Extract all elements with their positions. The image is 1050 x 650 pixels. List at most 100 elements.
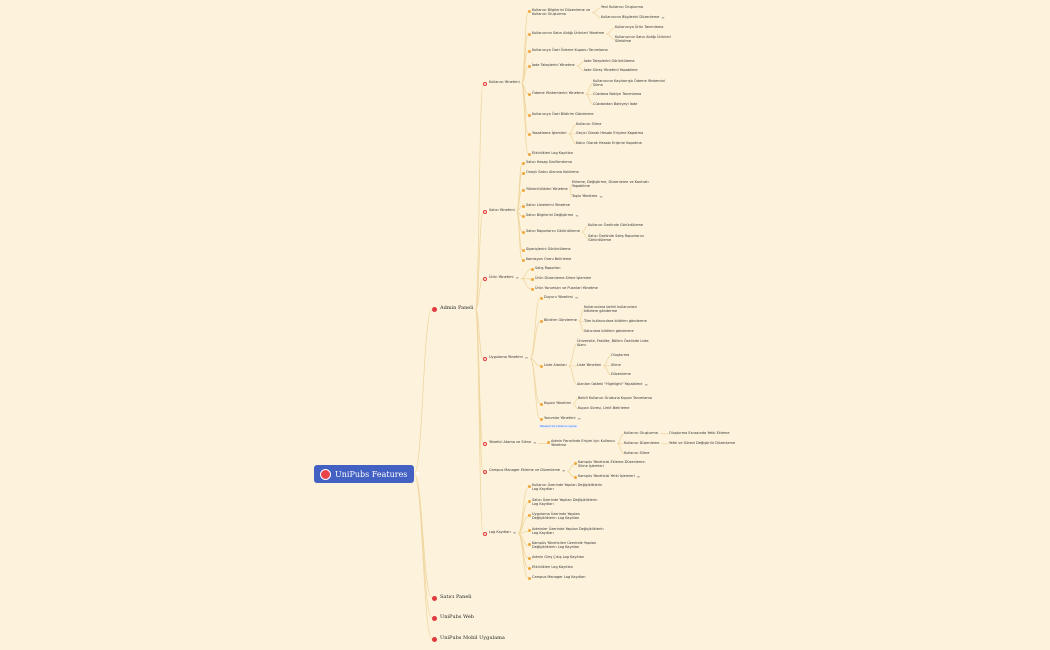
note-icon[interactable]: ≡ (636, 474, 641, 479)
mind-map-node[interactable]: Silme (611, 363, 621, 368)
mind-map-node[interactable]: Geçici Olarak Hesabı Erişime Kapatma (576, 131, 643, 136)
mind-map-node[interactable]: Kullanıcı Silme (576, 122, 601, 127)
mind-map-node[interactable]: Kullanıcının Kayıtarrıştı Ödeme Yöntemin… (593, 79, 665, 87)
mind-map-node[interactable]: Oluşturma Esnasında Yetki Ekleme (669, 431, 730, 436)
mind-map-node[interactable]: Alanları üstteki "Highlight" Yapabilme≡ (577, 382, 648, 387)
mind-map-node[interactable]: Yetki ve Görevi Değiştirilir Düzenleme (669, 441, 735, 446)
mind-map-node[interactable]: Admin Giriş Çıkış Log Kayıtları (528, 555, 584, 560)
note-icon[interactable]: ≡ (512, 530, 517, 535)
mind-map-node[interactable]: Kullanıcıya Özel Bildirim Gönderme (528, 112, 594, 117)
mind-map-node[interactable]: Admin Panelinde Erişim İçin Kullanıcı Yö… (547, 439, 615, 447)
mind-map-node[interactable]: Campus Manager Log Kayıtları (528, 575, 586, 580)
mind-map-node[interactable]: Ürün Yorumları ve Puanları Yönetme (531, 286, 598, 291)
mind-map-node[interactable]: Ürün Yönetimi≡ (483, 275, 519, 281)
mind-map-node[interactable]: Tüm kullanıcılara bildirim gönderme (584, 319, 647, 324)
mind-map-node[interactable]: Satıcı Listelerini Yönetme (522, 203, 570, 208)
mind-map-node[interactable]: Yorumlar Yönetimi≡ (540, 416, 581, 421)
mind-map-node[interactable]: Liste Yönetimi (577, 363, 601, 368)
mind-map-node[interactable]: Campus Manager Ekleme ve Düzenleme≡ (483, 468, 566, 474)
mind-map-node[interactable]: Uygulama Üzerinde Yapılan Değişiklikleri… (528, 512, 580, 520)
mind-map-node[interactable]: Yeni Kullanıcı Oluşturma (601, 5, 643, 10)
mind-map-node[interactable]: Komisyon Oranı Belirleme (522, 257, 571, 262)
mind-map-node[interactable]: Satıcı Bilgilerini Değiştirme≡ (522, 213, 579, 218)
mind-map-node[interactable]: Cüzdana Bakiye Tanımlama (593, 92, 641, 97)
note-icon[interactable]: ≡ (577, 416, 581, 421)
mind-map-node[interactable]: Kullanıcı Özelinde Görüntüleme (588, 223, 643, 228)
note-icon[interactable]: ≡ (515, 275, 519, 280)
mind-map-node[interactable]: Uygulama Yönetimi≡ (483, 355, 529, 361)
node-label: Satıcı Bilgilerini Değiştirme (526, 213, 574, 217)
mind-map-node[interactable]: Ekleme, Değiştirme, Düzenleme ve Kontrat… (572, 180, 649, 188)
mind-map-node[interactable]: Kullanıcıya Ürün Tanımlama (615, 25, 663, 30)
mind-map-node[interactable]: Onaylı Satıcı Alanına Kaldırma (522, 170, 579, 175)
root-node[interactable]: UniPubs Features ≡ (314, 465, 420, 483)
mind-map-node[interactable]: Satıcı Hesap Sınıflandırma (522, 160, 572, 165)
mind-map-node[interactable]: Kupon Yönetimi (540, 401, 571, 406)
mind-map-node[interactable]: Etkinlikleri Log Kayıtları (528, 151, 573, 156)
mind-map-node[interactable]: Kullanıcının Bilgilerini Düzenleme≡ (601, 15, 665, 20)
mind-map-node[interactable]: Kullanıcı Düzenleme (624, 441, 659, 446)
mind-map-node[interactable]: Kupon Süresi, Limit Belirleme (578, 406, 629, 411)
mind-map-node[interactable]: Belirli Kullanıcı Grubuna Kupon Tanımlam… (578, 396, 652, 401)
mind-map-node[interactable]: Kullanıcının Satın Aldığı Ürünleri Sileb… (615, 35, 671, 43)
mind-map-node[interactable]: Kullanıcı Oluşturma (624, 431, 658, 436)
mind-map-node[interactable]: Kampüs Yöneticisi Yetki İşlemleri≡ (574, 474, 641, 479)
collapsed-badge[interactable]: Pasaport bir kullanım uyarısı (539, 425, 578, 428)
mind-map-node[interactable]: Liste Alanları (540, 363, 567, 368)
node-label: Kalıcı Olarak Hesabı Erişime Kapatma (576, 141, 642, 145)
mind-map-node[interactable]: Satıcı Paneli (432, 595, 472, 601)
mind-map-node[interactable]: Üniversite, Fakülte, Bölüm Özelinde List… (577, 339, 649, 347)
note-icon[interactable]: ≡ (599, 194, 603, 199)
mind-map-node[interactable]: Kullanıcıya Özel Ödeme Kuponu Tanımlama (528, 48, 608, 53)
mind-map-node[interactable]: Oluşturma (611, 353, 630, 358)
note-icon[interactable]: ≡ (524, 355, 529, 360)
mind-map-node[interactable]: Kullanıcı Bilgilerini Düzenleme ve Kulla… (528, 8, 590, 16)
mind-map-node[interactable]: İade Taleplerini Yönetme (528, 63, 575, 68)
note-icon[interactable]: ≡ (574, 295, 579, 300)
mind-map-node[interactable]: Etkinlikleri Log Kayıtları (528, 565, 573, 570)
mind-map-node[interactable]: Satıcı Raporlarını Görüntüleme (522, 229, 580, 234)
mind-map-node[interactable]: Duyuru Yönetimi≡ (540, 295, 579, 300)
mind-map-node[interactable]: Satış Raporları (531, 266, 560, 271)
mind-map-node[interactable]: Kampüs Yöneticisi Ekleme-Düzenleme- Silm… (574, 460, 646, 468)
mind-map-node[interactable]: Kullanıcı Üzerinde Yapılan Değişiklikler… (528, 483, 602, 491)
mind-map-node[interactable]: Kalıcı Olarak Hesabı Erişime Kapatma (576, 141, 642, 146)
note-icon[interactable]: ≡ (533, 440, 537, 445)
note-icon[interactable]: ≡ (575, 213, 579, 218)
mind-map-node[interactable]: Satıcılara bildirim gönderme (584, 329, 634, 334)
mind-map-node[interactable]: Log Kayıtları≡ (483, 530, 517, 536)
node-marker-icon (522, 162, 525, 165)
mind-map-node[interactable]: Kullanıcı Silme (624, 451, 649, 456)
note-icon[interactable]: ≡ (562, 468, 566, 473)
mind-map-node[interactable]: Satıcı Üzerinde Yapılan Değişikliklerin … (528, 498, 597, 506)
mind-map-node[interactable]: İade Taleplerini Görüntüleme (584, 59, 635, 64)
mind-map-node[interactable]: Düzenleme (611, 372, 631, 377)
mind-map-node[interactable]: Yasaklama İşlemleri (528, 131, 567, 136)
node-marker-icon (528, 543, 531, 546)
mind-map-node[interactable]: Satıcı Yönetimi (483, 208, 515, 214)
mind-map-node[interactable]: Kampüs Yöneticileri Üzerinde Yapılan Değ… (528, 541, 596, 549)
note-icon[interactable]: ≡ (661, 15, 665, 20)
mind-map-node[interactable]: Ödeme Yöntemlerini Yönetme (528, 91, 584, 96)
mind-map-node[interactable]: Ürün Düzenleme-Silme İşlemleri (531, 276, 591, 281)
mind-map-node[interactable]: UniPubs Web (432, 615, 474, 621)
mind-map-node[interactable]: Satıcı Özelinde Satış Raporlarını Görünt… (588, 234, 644, 242)
mind-map-node[interactable]: Kullanıcının Satın Aldığı Ürünleri Yönet… (528, 31, 604, 36)
mind-map-node[interactable]: Bildirim Gönderme (540, 318, 577, 323)
mind-map-node[interactable]: Kullanıcı Yönetimi (483, 80, 520, 86)
mind-map-node[interactable]: Siparişlerini Görüntüleme (522, 247, 571, 252)
mind-map-node[interactable]: Adminler Üzerinde Yapılan Değişiklikleri… (528, 527, 604, 535)
mind-map-node[interactable]: Cüzdandan Bakiyeyi İade (593, 102, 637, 107)
mind-map-node[interactable]: UniPubs Mobil Uygulama (432, 636, 505, 642)
mind-map-node[interactable]: İade Süreç Yönetimi Yapabilme (584, 68, 638, 73)
mind-map-node[interactable]: Admin Paneli (432, 306, 473, 312)
mind-map-node[interactable]: Yönetici Atama ve Silme≡ (483, 440, 537, 446)
mind-map-node[interactable]: Kullanıcılara belirli kullanıcıları kitl… (584, 305, 637, 313)
mind-map-node[interactable]: Toplu Yönetme≡ (572, 194, 603, 199)
mind-map-node[interactable]: Yükümlülükleri Yönetme (522, 187, 568, 192)
note-icon[interactable]: ≡ (644, 382, 648, 387)
node-label: Oluşturma (611, 353, 630, 357)
note-icon[interactable]: ≡ (414, 469, 421, 478)
